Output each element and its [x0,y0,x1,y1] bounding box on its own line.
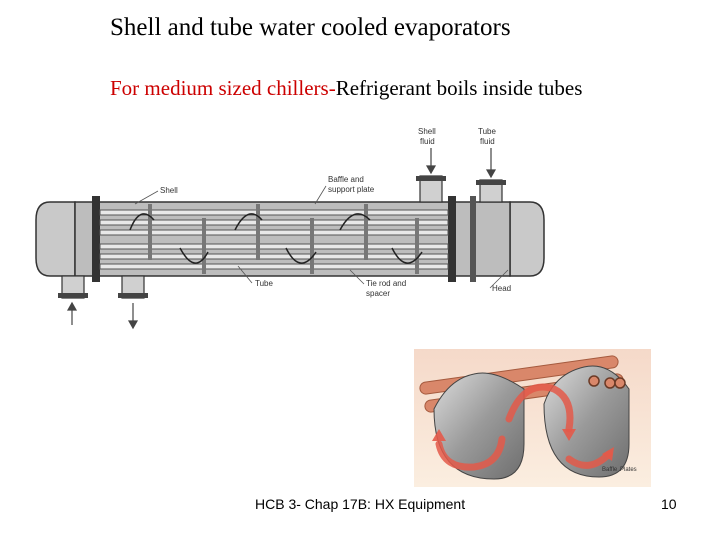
subtitle-red-part: For medium sized chillers- [110,76,336,100]
shell-tube-diagram: Shell fluid Tube fluid Shell Baffle and … [35,127,545,330]
flow-arrows [66,148,497,330]
label-tierod-1: Tie rod and [366,279,406,288]
label-shell: Shell [160,186,178,195]
label-tube-fluid-1: Tube [478,127,496,136]
flow-arcs [129,213,423,264]
tube-bundle [99,209,449,270]
right-head [509,201,545,277]
label-shell-fluid-1: Shell [418,127,436,136]
right-tube-sheet [448,196,456,282]
label-shell-fluid-2: fluid [420,137,435,146]
left-head [35,201,76,277]
baffle-plates-label-1: Baffle [602,467,618,473]
baffle-plates-illustration: Baffle Plates [414,349,651,487]
footer-text: HCB 3- Chap 17B: HX Equipment [255,496,466,512]
page-number: 10 [661,496,677,512]
label-tube: Tube [255,279,273,288]
left-tube-sheet [92,196,100,282]
slide-title: Shell and tube water cooled evaporators [110,14,511,41]
label-tube-fluid-2: fluid [480,137,495,146]
leader-lines [134,185,509,289]
right-flange [470,196,476,282]
baffle-plates-label-2: Plates [620,467,637,473]
label-head: Head [492,284,511,293]
label-baffle-2: support plate [328,185,375,194]
subtitle-black-part: Refrigerant boils inside tubes [335,76,583,100]
flow-circulation-arrows [435,383,613,471]
baffles [148,204,419,274]
label-tierod-2: spacer [366,289,390,298]
slide-subtitle: For medium sized chillers-Refrigerant bo… [110,76,582,101]
label-baffle-1: Baffle and [328,175,364,184]
